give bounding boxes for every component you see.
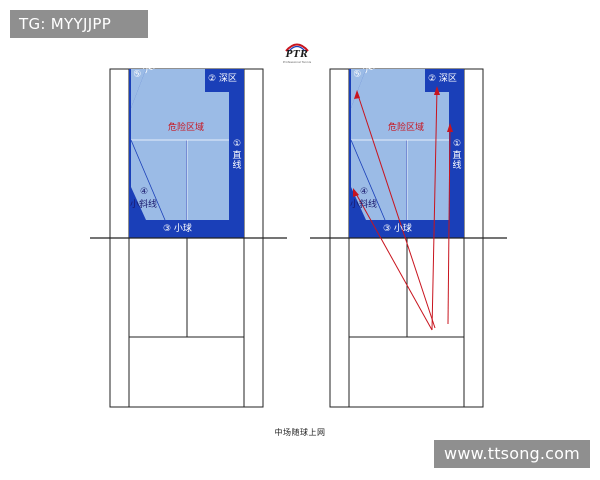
ptr-logo: PTR Professional Tennis: [280, 40, 314, 66]
ptr-logo-arc-icon: [285, 43, 309, 52]
trajectory-deep: [431, 87, 438, 331]
left-label-small-cross: 小斜线: [130, 200, 158, 210]
left-label-straight: 直线: [232, 151, 242, 171]
left-zone-diagonal: [130, 139, 166, 221]
trajectory-big-angle: [356, 91, 436, 329]
trajectory-arrowheads: [353, 86, 453, 197]
watermark-bottom-right: www.ttsong.com: [434, 440, 590, 468]
diagram-caption: 中场随球上网: [274, 428, 326, 437]
right-label-deep: ② 深区: [428, 74, 457, 84]
left-court: [90, 68, 287, 408]
left-label-short-ball: ③ 小球: [163, 224, 192, 234]
arrowhead-small-cross: [353, 188, 359, 197]
left-big-angle-zone: [131, 69, 146, 108]
ptr-logo-subtext: Professional Tennis: [282, 60, 312, 64]
right-label-straight-num: ①: [452, 139, 462, 149]
left-label-danger: 危险区域: [168, 123, 205, 133]
arrowhead-straight: [447, 123, 453, 132]
right-danger-zone: [351, 69, 449, 220]
arrowhead-deep: [434, 86, 440, 95]
right-label-short-ball: ③ 小球: [383, 224, 412, 234]
trajectory-straight: [447, 124, 451, 325]
shot-trajectories: [353, 87, 451, 331]
left-label-small-cross-num: ④: [139, 187, 149, 197]
trajectory-small-cross: [353, 189, 433, 331]
right-label-small-cross: 小斜线: [350, 200, 378, 210]
left-label-straight-num: ①: [232, 139, 242, 149]
left-label-deep: ② 深区: [208, 74, 237, 84]
left-small-cross-zone: [131, 140, 186, 220]
left-danger-zone: [131, 69, 229, 220]
ptr-logo-text: PTR: [285, 50, 309, 60]
right-court: [310, 68, 507, 408]
watermark-top-left: TG: MYYJJPP: [10, 10, 148, 38]
right-label-small-cross-num: ④: [359, 187, 369, 197]
arrowhead-big-angle: [354, 90, 360, 99]
right-label-danger: 危险区域: [388, 123, 425, 133]
right-zone-diagonal: [350, 139, 386, 221]
right-label-straight: 直线: [452, 151, 462, 171]
